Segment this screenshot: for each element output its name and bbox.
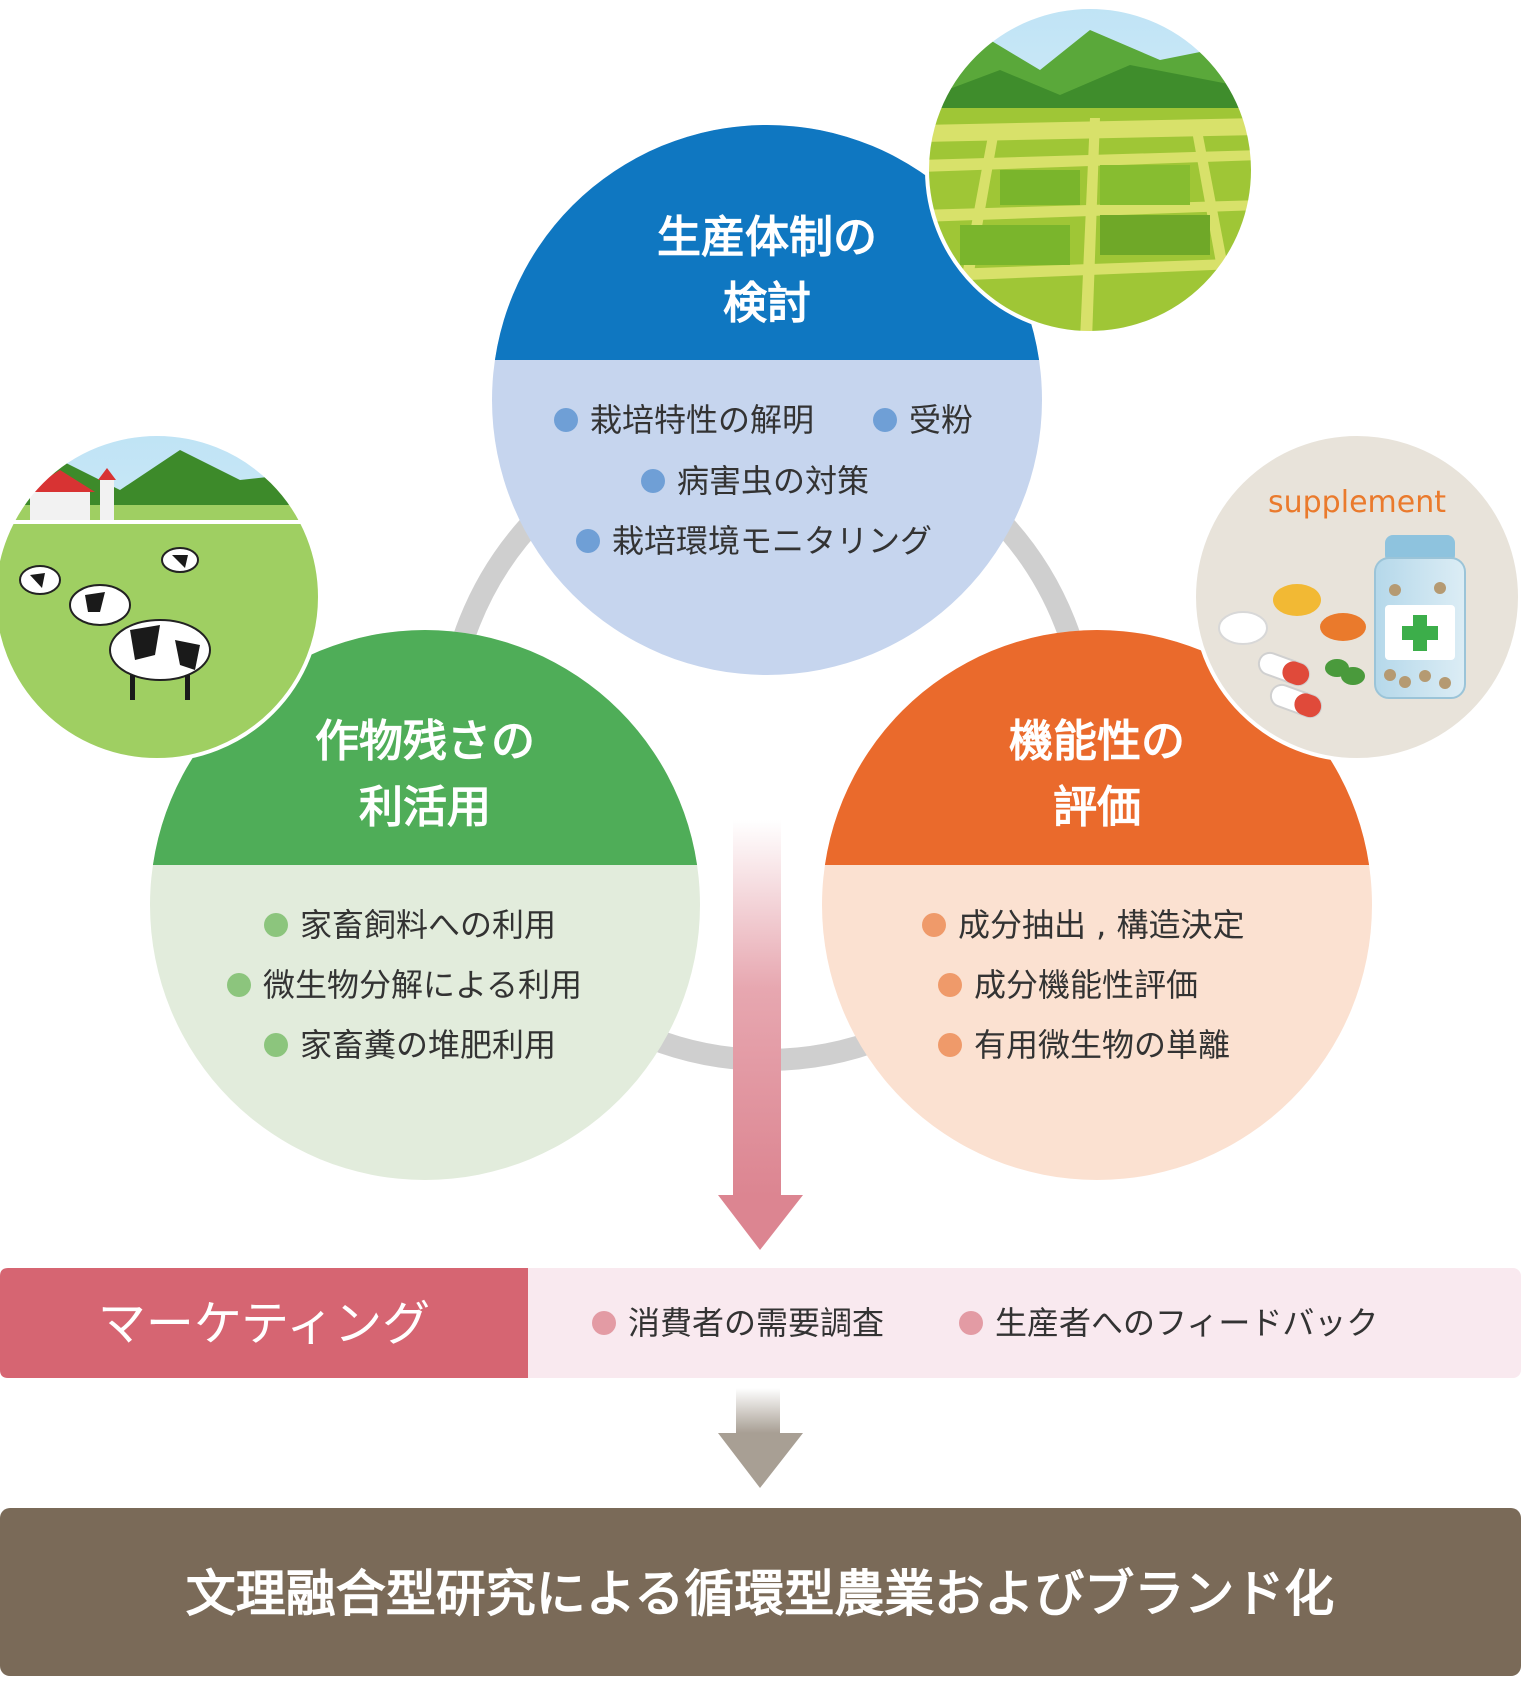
- right-item-3: 有用微生物の単離: [974, 1026, 1230, 1064]
- marketing-item-2: 生産者へのフィードバック: [995, 1304, 1378, 1342]
- left-item-1: 家畜飼料への利用: [300, 906, 556, 944]
- top-item-4: 栽培環境モニタリング: [612, 522, 932, 560]
- final-goal-bar: 文理融合型研究による循環型農業およびブランド化: [0, 1508, 1521, 1676]
- tablet-icon: [1320, 613, 1366, 641]
- bullet-icon: [641, 469, 665, 493]
- top-item-3: 病害虫の対策: [677, 462, 869, 500]
- supplement-label: supplement: [1268, 485, 1446, 520]
- bullet-icon: [938, 1033, 962, 1057]
- bullet-icon: [554, 408, 578, 432]
- circle-title-line2: 評価: [1053, 782, 1141, 833]
- supplement-illustration: supplement: [1192, 432, 1521, 762]
- bullet-icon: [873, 408, 897, 432]
- tablet-icon: [1341, 667, 1365, 685]
- tablet-icon: [1218, 611, 1268, 645]
- top-item-1: 栽培特性の解明: [590, 401, 814, 439]
- capsule-icon: [1257, 651, 1323, 719]
- final-goal-label: 文理融合型研究による循環型農業およびブランド化: [186, 1565, 1335, 1623]
- bullet-icon: [922, 913, 946, 937]
- bullet-icon: [264, 1033, 288, 1057]
- circle-title-line2: 検討: [723, 278, 811, 329]
- circle-title-line1: 作物残さの: [315, 716, 535, 767]
- marketing-bar: マーケティング 消費者の需要調査 生産者へのフィードバック: [0, 1268, 1521, 1378]
- circle-title-line2: 利活用: [359, 782, 491, 833]
- bullet-icon: [938, 973, 962, 997]
- bullet-icon: [264, 913, 288, 937]
- cow-pasture-illustration: [0, 432, 322, 762]
- farm-field-illustration: [925, 5, 1255, 335]
- circle-title-line1: 機能性の: [1009, 716, 1185, 767]
- right-item-1: 成分抽出 , 構造決定: [958, 906, 1245, 944]
- left-item-2: 微生物分解による利用: [263, 966, 582, 1004]
- left-item-3: 家畜糞の堆肥利用: [300, 1026, 556, 1064]
- down-arrow-to-final: [718, 1388, 803, 1488]
- right-item-2: 成分機能性評価: [974, 966, 1198, 1004]
- tablet-icon: [1273, 584, 1321, 616]
- top-item-2: 受粉: [909, 401, 973, 439]
- marketing-label: マーケティング: [98, 1296, 430, 1352]
- bullet-icon: [227, 973, 251, 997]
- bullet-icon: [959, 1311, 983, 1335]
- bullet-icon: [592, 1311, 616, 1335]
- marketing-item-1: 消費者の需要調査: [628, 1304, 884, 1342]
- pill-bottle-icon: [1374, 535, 1466, 699]
- bullet-icon: [576, 529, 600, 553]
- circle-title-line1: 生産体制の: [657, 212, 877, 263]
- down-arrow-to-marketing: [718, 820, 803, 1250]
